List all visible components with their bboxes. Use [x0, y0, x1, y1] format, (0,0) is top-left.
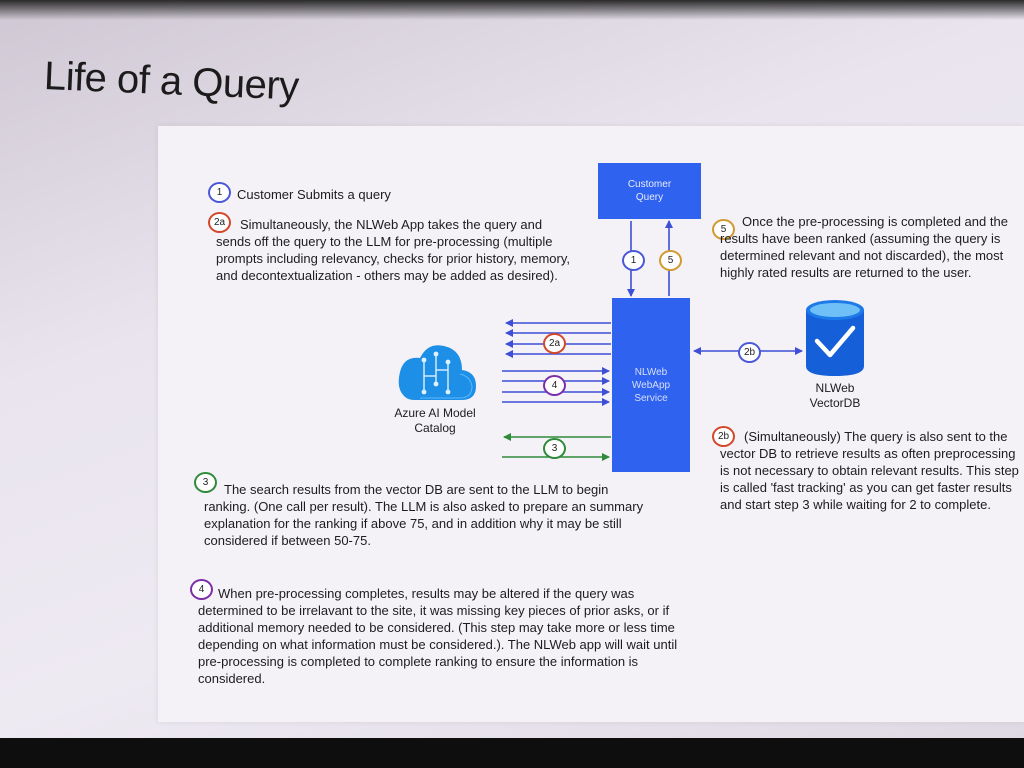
- step-3-badge: 3: [194, 472, 217, 493]
- step-2a-badge: 2a: [208, 212, 231, 233]
- webapp-service-label: NLWeb WebApp Service: [631, 366, 671, 404]
- projected-slide: Life of a Query 1 Customer Submits a que…: [0, 0, 1024, 738]
- diagram-panel: [158, 126, 1024, 722]
- arrow-badge-1: 1: [622, 250, 645, 271]
- bottom-screen-edge: [0, 738, 1024, 768]
- step-1-text: Customer Submits a query: [237, 187, 391, 202]
- step-2b-text: (Simultaneously) The query is also sent …: [720, 429, 1019, 512]
- step-2b-badge: 2b: [712, 426, 735, 447]
- screen-top-edge: [0, 0, 1024, 20]
- step-5-text: Once the pre-processing is completed and…: [720, 214, 1008, 280]
- step-4-text: When pre-processing completes, results m…: [198, 586, 678, 686]
- webapp-service-box: NLWeb WebApp Service: [612, 298, 690, 472]
- step-4-badge: 4: [190, 579, 213, 600]
- arrow-badge-3: 3: [543, 438, 566, 459]
- step-1-badge: 1: [208, 182, 231, 203]
- arrow-badge-5: 5: [659, 250, 682, 271]
- customer-query-label: Customer Query: [627, 179, 672, 203]
- vectordb-label: NLWeb VectorDB: [809, 381, 861, 410]
- step-3-text: The search results from the vector DB ar…: [204, 482, 644, 548]
- customer-query-box: Customer Query: [598, 163, 701, 219]
- step-5-badge: 5: [712, 219, 735, 240]
- arrow-badge-4: 4: [543, 375, 566, 396]
- diagram-connectors: [398, 220, 864, 461]
- azure-ai-cloud-icon: [398, 345, 476, 400]
- arrow-badge-2a: 2a: [543, 333, 566, 354]
- step-2a-text: Simultaneously, the NLWeb App takes the …: [216, 217, 571, 283]
- vector-database-icon: [806, 300, 864, 376]
- azure-label: Azure AI Model Catalog: [394, 406, 476, 435]
- arrow-badge-2b: 2b: [738, 342, 761, 363]
